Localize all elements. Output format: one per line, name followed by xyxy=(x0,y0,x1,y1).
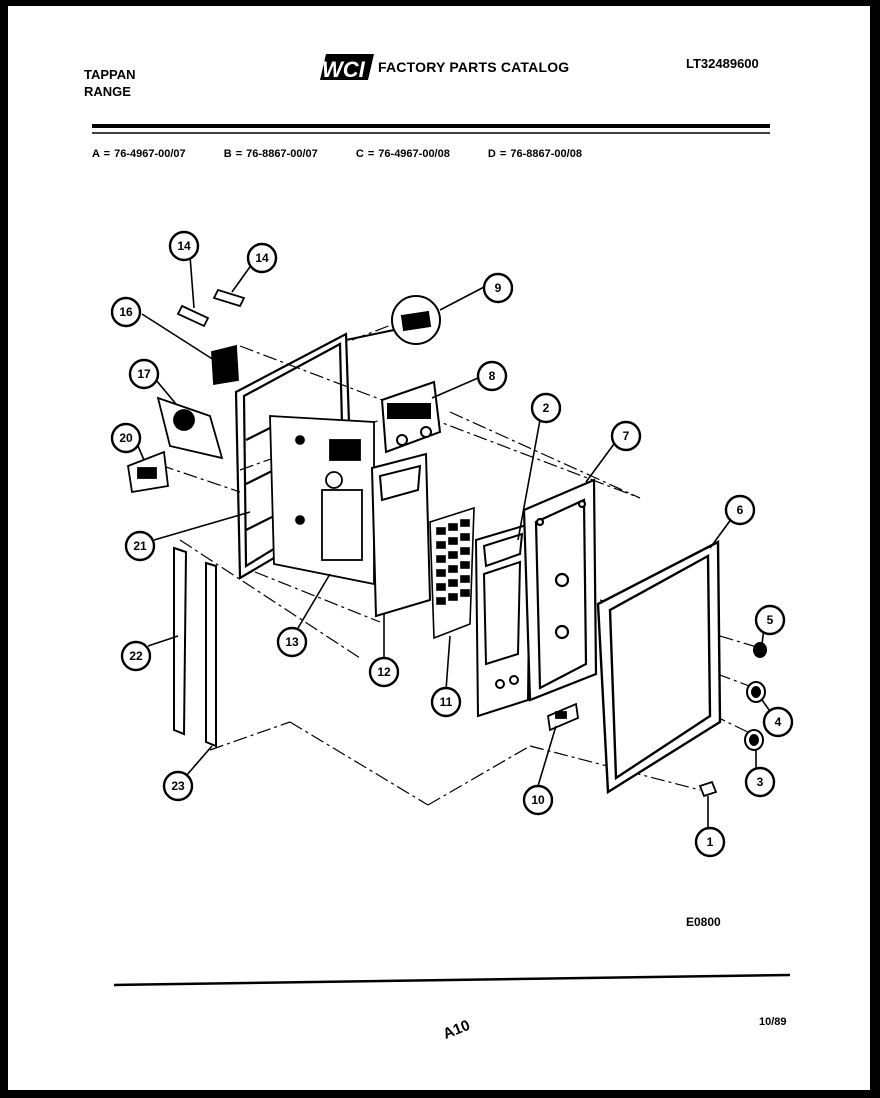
callout-23: 23 xyxy=(171,779,185,793)
callout-17: 17 xyxy=(137,367,151,381)
footer-rule xyxy=(113,973,791,987)
callout-5: 5 xyxy=(767,613,774,627)
callout-4: 4 xyxy=(775,715,782,729)
callout-circle-7 xyxy=(610,420,642,452)
knobs xyxy=(744,642,767,751)
callout-16: 16 xyxy=(119,305,133,319)
page-date: 10/89 xyxy=(759,1016,787,1028)
callout-9: 9 xyxy=(495,281,502,295)
latch-parts xyxy=(547,702,718,798)
product-type: RANGE xyxy=(84,84,131,99)
callout-circle-17 xyxy=(128,358,160,390)
callout-labels: 14 14 16 17 20 21 9 8 2 7 6 5 4 3 1 10 1… xyxy=(119,239,781,849)
callout-circle-2 xyxy=(530,392,562,424)
callout-3: 3 xyxy=(757,775,764,789)
callout-circle-22 xyxy=(120,640,152,672)
callout-circle-21 xyxy=(124,530,156,562)
callout-12: 12 xyxy=(377,665,391,679)
callout-circle-10 xyxy=(522,784,554,816)
header-rule xyxy=(92,124,770,128)
callout-circle-20 xyxy=(110,422,142,454)
model-list: A = 76-4967-00/07 B = 76-8867-00/07 C = … xyxy=(92,149,616,160)
callout-circle-16 xyxy=(110,296,142,328)
detail-bubble xyxy=(345,295,441,345)
callout-circle-1 xyxy=(694,826,726,858)
display-assembly xyxy=(380,380,442,454)
callout-circle-12 xyxy=(368,656,400,688)
control-board xyxy=(269,415,375,586)
callout-13: 13 xyxy=(285,635,299,649)
wci-logo: WCI xyxy=(320,54,374,82)
leader-lines xyxy=(137,255,773,830)
callout-8: 8 xyxy=(489,369,496,383)
keypad-membrane xyxy=(429,506,475,640)
wci-logo-text: WCI xyxy=(322,57,366,82)
catalog-title: FACTORY PARTS CATALOG xyxy=(378,59,570,75)
control-overlay xyxy=(474,522,532,718)
callout-circle-14b xyxy=(246,242,278,274)
callout-circle-3 xyxy=(744,766,776,798)
catalog-number: LT32489600 xyxy=(686,56,759,71)
callout-7: 7 xyxy=(623,429,630,443)
callout-22: 22 xyxy=(129,649,143,663)
callout-circle-4 xyxy=(762,706,794,738)
door-frame xyxy=(596,540,722,795)
model-c: C = 76-4967-00/08 xyxy=(355,148,450,160)
panel-frame xyxy=(370,452,432,618)
callout-circle-13 xyxy=(276,626,308,658)
callout-14a: 14 xyxy=(177,239,191,253)
switch-components xyxy=(127,288,246,494)
callout-6: 6 xyxy=(737,503,744,517)
callout-circle-8 xyxy=(476,360,508,392)
callout-circle-5 xyxy=(754,604,786,636)
outer-control-panel xyxy=(522,478,598,702)
callout-circle-11 xyxy=(430,686,462,718)
callout-2: 2 xyxy=(543,401,550,415)
callout-1: 1 xyxy=(707,835,714,849)
callout-circle-9 xyxy=(482,272,514,304)
brand-name: TAPPAN xyxy=(84,67,136,82)
callout-14b: 14 xyxy=(255,251,269,265)
callout-20: 20 xyxy=(119,431,133,445)
callout-11: 11 xyxy=(440,695,453,709)
callout-circles xyxy=(110,230,794,858)
model-d: D = 76-8867-00/08 xyxy=(487,148,582,160)
model-b: B = 76-8867-00/07 xyxy=(223,148,318,160)
callout-circle-6 xyxy=(724,494,756,526)
callout-circle-23 xyxy=(162,770,194,802)
brand-block: TAPPAN RANGE xyxy=(84,68,136,98)
diagram-code: E0800 xyxy=(686,915,721,929)
callout-10: 10 xyxy=(531,793,545,807)
side-strips xyxy=(173,546,217,748)
callout-circle-14a xyxy=(168,230,200,262)
callout-21: 21 xyxy=(133,539,147,553)
model-a: A = 76-4967-00/07 xyxy=(92,148,186,160)
